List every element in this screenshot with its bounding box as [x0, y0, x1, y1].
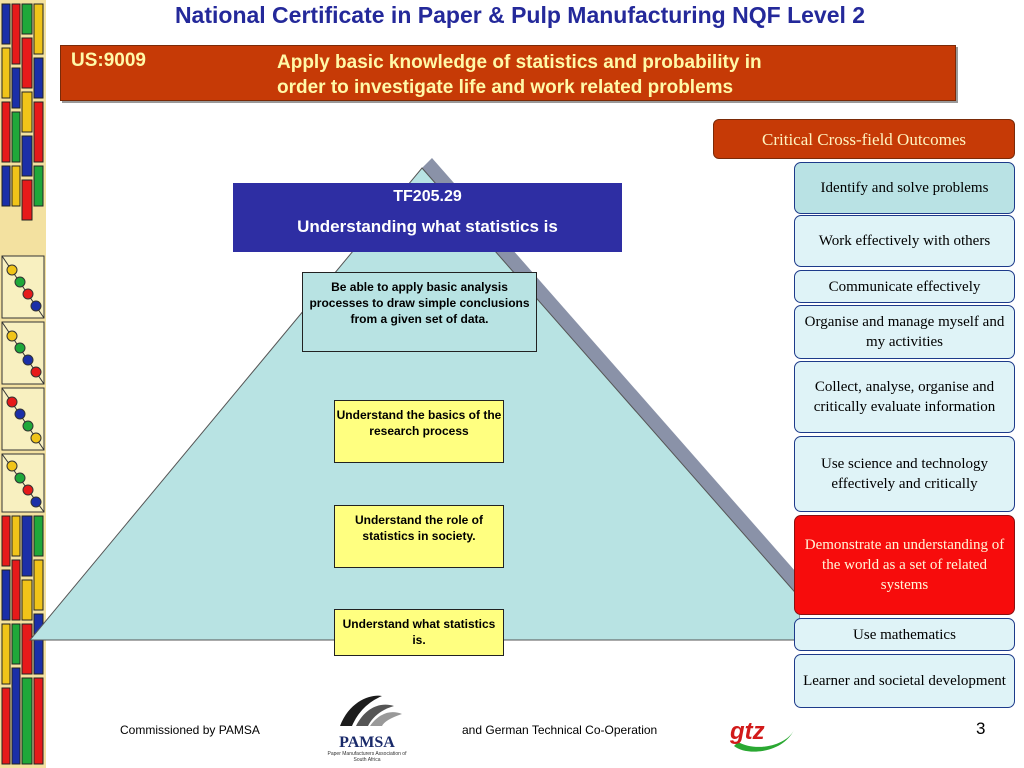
pamsa-logo-icon: [340, 695, 402, 726]
unit-standard-code: US:9009: [71, 50, 146, 71]
cco-item-collect-analyse: Collect, analyse, organise and criticall…: [794, 361, 1015, 433]
cco-item-communicate: Communicate effectively: [794, 270, 1015, 303]
pamsa-logo-text: PAMSA: [339, 734, 395, 751]
unit-standard-banner: US:9009 Apply basic knowledge of statist…: [60, 45, 956, 101]
footer-commissioned-by: Commissioned by PAMSA: [120, 723, 260, 737]
pyramid-level-what-is: Understand what statistics is.: [334, 609, 504, 656]
pyramid-level-research: Understand the basics of the research pr…: [334, 400, 504, 463]
page-number: 3: [976, 719, 986, 738]
pyramid-header-box: TF205.29 Understanding what statistics i…: [233, 183, 622, 252]
pamsa-logo-subtext: Paper Manufacturers Association of South…: [327, 751, 407, 763]
unit-standard-title: Apply basic knowledge of statistics and …: [277, 50, 947, 100]
cco-item-identify-solve: Identify and solve problems: [794, 162, 1015, 214]
gtz-logo-swoosh-icon: [734, 730, 794, 752]
cco-header: Critical Cross-field Outcomes: [713, 119, 1015, 159]
pyramid-header-code: TF205.29: [393, 188, 462, 205]
gtz-logo-text: gtz: [730, 718, 765, 745]
cco-item-learner-development: Learner and societal development: [794, 654, 1015, 708]
pyramid-header-text: Understanding what statistics is: [297, 217, 558, 236]
unit-standard-title-line2: order to investigate life and work relat…: [277, 77, 734, 98]
page-title: National Certificate in Paper & Pulp Man…: [174, 2, 866, 28]
cco-item-related-systems: Demonstrate an understanding of the worl…: [794, 515, 1015, 615]
cco-item-mathematics: Use mathematics: [794, 618, 1015, 651]
gtz-logo: gtz: [726, 716, 798, 756]
cco-item-organise-manage: Organise and manage myself and my activi…: [794, 305, 1015, 359]
decorative-side-strip: [0, 0, 46, 768]
pyramid-shadow: [422, 158, 800, 598]
pyramid-level-role: Understand the role of statistics in soc…: [334, 505, 504, 568]
footer-partner: and German Technical Co-Operation: [462, 723, 658, 737]
cco-item-work-effectively: Work effectively with others: [794, 215, 1015, 267]
unit-standard-title-line1: Apply basic knowledge of statistics and …: [277, 52, 762, 73]
pamsa-logo: PAMSA Paper Manufacturers Association of…: [322, 690, 412, 764]
pyramid-level-analysis: Be able to apply basic analysis processe…: [302, 272, 537, 352]
cco-item-science-technology: Use science and technology effectively a…: [794, 436, 1015, 512]
